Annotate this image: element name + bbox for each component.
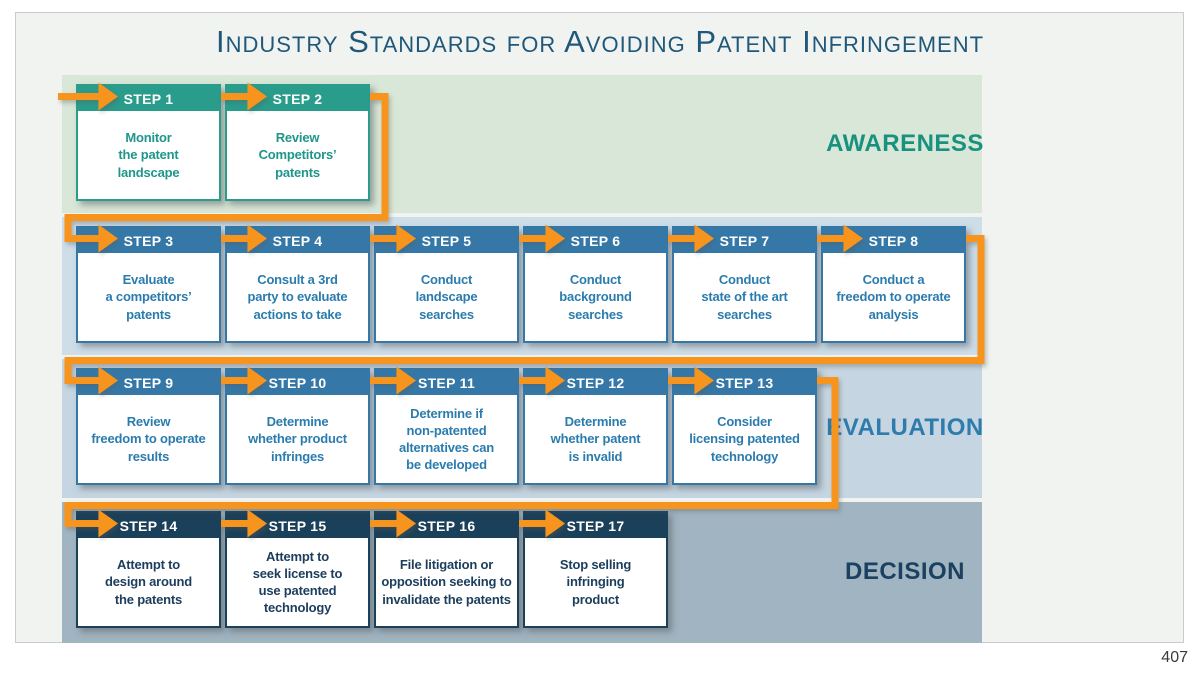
step-7-text: Conduct state of the art searches (701, 272, 788, 322)
step-11-header: STEP 11 (376, 370, 517, 395)
step-14-header: STEP 14 (78, 513, 219, 538)
step-3-text: Evaluate a competitors’ patents (105, 272, 192, 322)
step-15-card: STEP 15 Attempt to seek license to use p… (225, 511, 370, 628)
step-12-header: STEP 12 (525, 370, 666, 395)
step-5-card: STEP 5 Conduct landscape searches (374, 226, 519, 343)
step-14-text: Attempt to design around the patents (105, 557, 192, 607)
step-5-header: STEP 5 (376, 228, 517, 253)
step-4-text: Consult a 3rd party to evaluate actions … (247, 272, 348, 322)
step-6-card: STEP 6 Conduct background searches (523, 226, 668, 343)
step-16-card: STEP 16 File litigation or opposition se… (374, 511, 519, 628)
phase-label-decision: DECISION (844, 558, 965, 585)
step-11-card: STEP 11 Determine if non-patented altern… (374, 368, 519, 485)
step-2-text: Review Competitors’ patents (258, 130, 337, 180)
step-2-card: STEP 2 Review Competitors’ patents (225, 84, 370, 201)
step-1-card: STEP 1 Monitor the patent landscape (76, 84, 221, 201)
step-3-header: STEP 3 (78, 228, 219, 253)
step-11-text: Determine if non-patented alternatives c… (398, 405, 495, 473)
step-12-card: STEP 12 Determine whether patent is inva… (523, 368, 668, 485)
step-15-text: Attempt to seek license to use patented … (252, 548, 343, 616)
step-15-header: STEP 15 (227, 513, 368, 538)
step-7-header: STEP 7 (674, 228, 815, 253)
step-13-header: STEP 13 (674, 370, 815, 395)
step-10-header: STEP 10 (227, 370, 368, 395)
step-16-text: File litigation or opposition seeking to… (381, 557, 512, 607)
step-4-header: STEP 4 (227, 228, 368, 253)
step-1-text: Monitor the patent landscape (117, 130, 180, 180)
step-8-text: Conduct a freedom to operate analysis (836, 272, 951, 322)
step-14-card: STEP 14 Attempt to design around the pat… (76, 511, 221, 628)
step-4-card: STEP 4 Consult a 3rd party to evaluate a… (225, 226, 370, 343)
step-5-text: Conduct landscape searches (415, 272, 478, 322)
step-3-card: STEP 3 Evaluate a competitors’ patents (76, 226, 221, 343)
page-number: 407 (1161, 649, 1188, 666)
step-9-card: STEP 9 Review freedom to operate results (76, 368, 221, 485)
step-8-card: STEP 8 Conduct a freedom to operate anal… (821, 226, 966, 343)
phase-label-evaluation: EVALUATION (826, 414, 984, 441)
step-13-text: Consider licensing patented technology (689, 414, 800, 464)
step-17-header: STEP 17 (525, 513, 666, 538)
step-12-text: Determine whether patent is invalid (550, 414, 641, 464)
step-10-text: Determine whether product infringes (248, 414, 347, 464)
step-8-header: STEP 8 (823, 228, 964, 253)
phase-label-awareness: AWARENESS (826, 130, 984, 157)
step-13-card: STEP 13 Consider licensing patented tech… (672, 368, 817, 485)
step-6-text: Conduct background searches (559, 272, 632, 322)
step-17-card: STEP 17 Stop selling infringing product (523, 511, 668, 628)
step-6-header: STEP 6 (525, 228, 666, 253)
step-17-text: Stop selling infringing product (559, 557, 632, 607)
step-9-text: Review freedom to operate results (91, 414, 206, 464)
step-9-header: STEP 9 (78, 370, 219, 395)
step-2-header: STEP 2 (227, 86, 368, 111)
page-title: Industry Standards for Avoiding Patent I… (215, 24, 985, 59)
step-7-card: STEP 7 Conduct state of the art searches (672, 226, 817, 343)
step-16-header: STEP 16 (376, 513, 517, 538)
step-1-header: STEP 1 (78, 86, 219, 111)
step-10-card: STEP 10 Determine whether product infrin… (225, 368, 370, 485)
